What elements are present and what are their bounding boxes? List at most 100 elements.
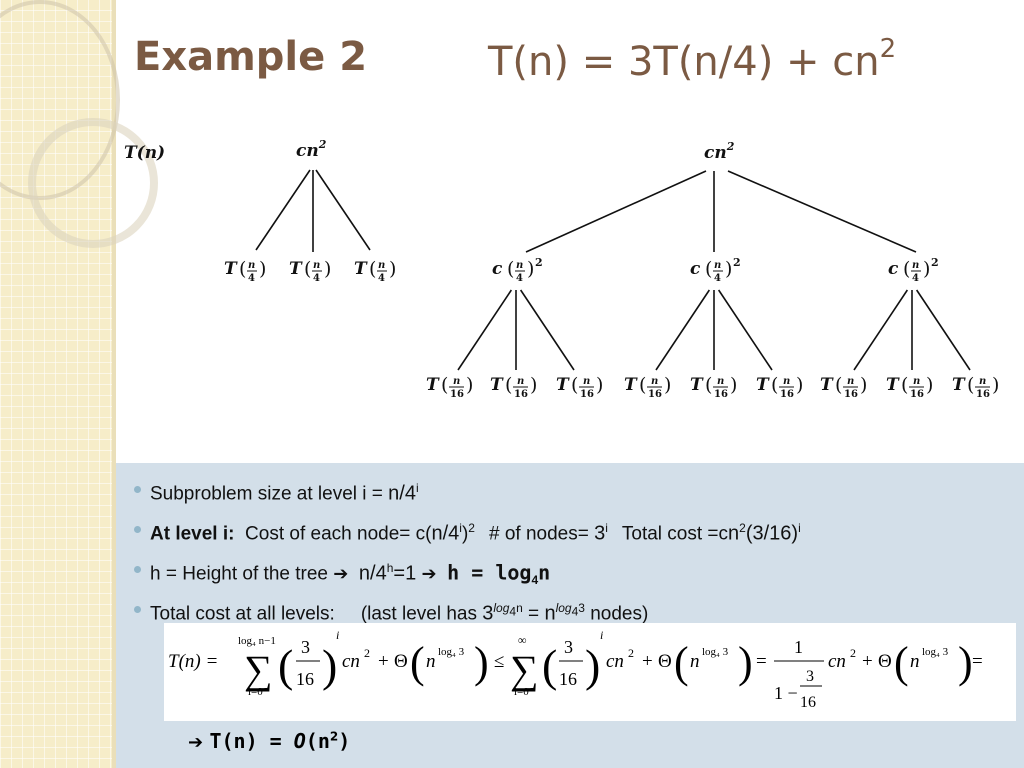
svg-text:(: ( — [239, 258, 246, 280]
svg-text:n: n — [783, 376, 790, 387]
svg-text:n: n — [378, 260, 385, 271]
svg-text:): ) — [527, 258, 534, 280]
svg-text:T: T — [490, 375, 504, 395]
svg-text:T: T — [756, 375, 770, 395]
exponent-two: 2 — [364, 646, 370, 660]
svg-text:T: T — [952, 375, 966, 395]
svg-text:T: T — [886, 375, 900, 395]
open-paren: ( — [542, 640, 557, 691]
tree-edge — [853, 289, 909, 371]
svg-text:16: 16 — [450, 389, 464, 400]
svg-text:(: ( — [771, 374, 778, 396]
svg-text:16: 16 — [844, 389, 858, 400]
svg-text:n: n — [453, 376, 460, 387]
right-arrow-icon: ➔ — [333, 563, 349, 585]
tree-edge — [255, 169, 311, 251]
svg-text:16: 16 — [580, 389, 594, 400]
decorative-strip-edge — [112, 0, 116, 768]
level2-node: T(n16) — [426, 374, 473, 400]
svg-text:T: T — [820, 375, 834, 395]
svg-text:(: ( — [639, 374, 646, 396]
tree-edge — [727, 170, 917, 253]
conclusion: ➔ T(n) = O(n2) — [188, 729, 351, 753]
svg-text:(: ( — [967, 374, 974, 396]
bullet-list: Subproblem size at level i = n/4i At lev… — [134, 477, 801, 637]
sigma-symbol: ∑ — [510, 647, 539, 692]
sum-upper-limit: ∞ — [518, 633, 527, 647]
theta-symbol: Θ — [658, 651, 672, 672]
close-paren: ) — [474, 638, 489, 687]
svg-text:4: 4 — [378, 273, 385, 284]
term-cn: cn — [828, 651, 846, 672]
explanation-panel: Subproblem size at level i = n/4i At lev… — [116, 463, 1024, 768]
svg-text:4: 4 — [313, 273, 320, 284]
term-cn: cn — [606, 651, 624, 672]
subproblem-node: T(n4) — [224, 258, 266, 284]
level2-node: T(n16) — [556, 374, 603, 400]
svg-text:T: T — [289, 259, 303, 279]
theta-symbol: Θ — [394, 651, 408, 672]
svg-text:): ) — [923, 258, 930, 280]
level2-node: T(n16) — [624, 374, 671, 400]
equals-sign: = — [972, 651, 983, 672]
svg-text:n: n — [979, 376, 986, 387]
level1-node: c(n4)2 — [492, 256, 543, 284]
svg-text:(: ( — [441, 374, 448, 396]
level2-node: T(n16) — [820, 374, 867, 400]
svg-text:): ) — [259, 258, 266, 280]
decorative-ring — [28, 118, 158, 248]
svg-text:2: 2 — [733, 256, 741, 269]
svg-text:(: ( — [705, 258, 712, 280]
svg-text:(: ( — [903, 258, 910, 280]
slide-title: Example 2 — [134, 34, 368, 80]
close-paren: ) — [585, 640, 600, 691]
svg-text:4: 4 — [516, 273, 523, 284]
svg-text:): ) — [725, 258, 732, 280]
svg-text:T: T — [426, 375, 440, 395]
exponent-log43: log₄ 3 — [702, 646, 729, 658]
level1-node: c(n4)2 — [690, 256, 741, 284]
sigma-symbol: ∑ — [244, 647, 273, 692]
exponent-log43: log₄ 3 — [922, 646, 949, 658]
svg-text:(: ( — [369, 258, 376, 280]
svg-text:): ) — [992, 374, 999, 396]
open-paren: ( — [674, 638, 689, 687]
level2-node: T(n16) — [690, 374, 737, 400]
open-paren: ( — [278, 640, 293, 691]
theta-symbol: Θ — [878, 651, 892, 672]
right-arrow-icon: ➔ — [188, 732, 204, 753]
exponent-i: i — [336, 628, 339, 642]
open-paren: ( — [410, 638, 425, 687]
plus-sign: + — [378, 651, 389, 672]
subproblem-node: T(n4) — [289, 258, 331, 284]
svg-text:16: 16 — [648, 389, 662, 400]
svg-text:T: T — [224, 259, 238, 279]
tree-root-label: T(n) — [124, 143, 165, 163]
tree-edge — [519, 289, 575, 371]
exponent-two: 2 — [628, 646, 634, 660]
close-paren: ) — [738, 638, 753, 687]
svg-text:): ) — [796, 374, 803, 396]
term-n: n — [910, 651, 920, 672]
svg-text:T: T — [624, 375, 638, 395]
inner-fraction-denominator: 16 — [800, 694, 816, 711]
svg-text:): ) — [926, 374, 933, 396]
svg-text:n: n — [913, 376, 920, 387]
svg-text:(: ( — [901, 374, 908, 396]
svg-text:n: n — [714, 260, 721, 271]
exponent-two: 2 — [850, 646, 856, 660]
level2-node: T(n16) — [756, 374, 803, 400]
tree-edge — [915, 289, 971, 371]
svg-text:16: 16 — [910, 389, 924, 400]
term-n: n — [426, 651, 436, 672]
tree-edge — [717, 289, 773, 371]
svg-text:): ) — [530, 374, 537, 396]
inner-fraction-numerator: 3 — [806, 668, 814, 685]
tree-edge — [525, 170, 707, 253]
level1-node: c(n4)2 — [888, 256, 939, 284]
bullet-tree-height: h = Height of the tree ➔ n/4h=1 ➔ h = lo… — [134, 557, 801, 597]
close-paren: ) — [322, 640, 337, 691]
fraction-numerator: 3 — [301, 637, 310, 657]
svg-text:n: n — [248, 260, 255, 271]
